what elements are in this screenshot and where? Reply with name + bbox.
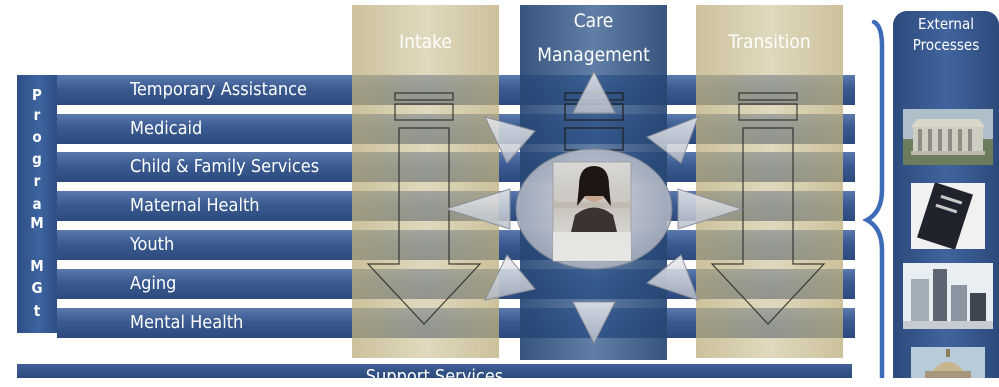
arrow-up-right: [645, 116, 699, 164]
intake-title: Intake: [399, 31, 452, 53]
intake-down-arrow: [366, 92, 482, 325]
pm-letter: r: [33, 172, 41, 190]
transition-arrow-shape: [710, 127, 826, 325]
program-management-label: P r o g r a M M G t: [17, 75, 57, 333]
care-management-title-line2: Management: [537, 44, 650, 66]
pm-letter: t: [33, 302, 41, 320]
cityscape-image: [903, 263, 993, 329]
pm-letter: M: [30, 214, 44, 232]
transition-arrow-bar-1: [738, 92, 798, 101]
document-image: [911, 183, 985, 249]
transition-arrow-bar-2: [738, 103, 798, 121]
pm-letter: r: [33, 106, 41, 124]
external-processes-title-line1: External: [918, 15, 974, 33]
pm-letter: G: [31, 279, 43, 297]
intake-column: Intake: [352, 5, 499, 358]
pm-letter: P: [32, 86, 42, 104]
pm-letter: o: [32, 128, 42, 146]
arrow-up-left: [484, 116, 536, 164]
process-arrows: [366, 70, 826, 345]
government-building-image: [903, 109, 993, 165]
arrow-up: [572, 70, 616, 114]
intake-arrow-shape: [366, 127, 482, 325]
program-label: Maternal Health: [130, 195, 260, 216]
external-processes-panel: External Processes: [893, 11, 999, 378]
program-label: Child & Family Services: [130, 156, 320, 177]
pm-letter: a: [32, 195, 42, 213]
transition-down-arrow: [710, 92, 826, 325]
program-label: Aging: [130, 273, 177, 294]
transition-column: Transition: [696, 5, 843, 358]
care-management-title-line1: Care: [573, 10, 614, 32]
program-label: Youth: [130, 234, 175, 255]
capitol-dome-image: [911, 347, 985, 378]
arrow-down-left: [484, 254, 536, 301]
transition-title: Transition: [728, 31, 811, 53]
program-label: Temporary Assistance: [130, 79, 308, 100]
arrow-down: [572, 301, 616, 345]
pm-letter: M: [30, 257, 44, 275]
intake-arrow-bar-1: [394, 92, 454, 101]
arrow-left: [444, 188, 511, 230]
client-photo: [552, 161, 632, 262]
pm-letter: g: [32, 150, 42, 168]
program-label: Medicaid: [130, 118, 203, 139]
arrow-right: [677, 188, 744, 230]
external-processes-title-line2: Processes: [912, 36, 980, 54]
program-label: Mental Health: [130, 312, 244, 333]
intake-arrow-bar-2: [394, 103, 454, 121]
arrow-down-right: [645, 254, 699, 301]
curly-brace: [862, 20, 885, 378]
care-arrow-bar-3: [564, 127, 624, 151]
